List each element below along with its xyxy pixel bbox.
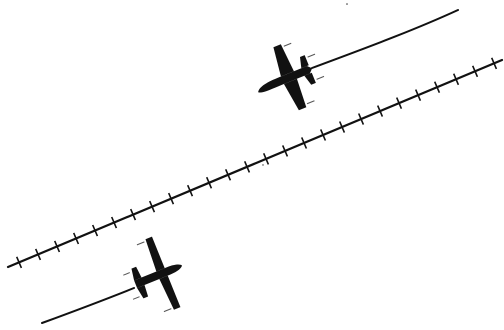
lower-plane-trail bbox=[42, 288, 134, 323]
boundary-line-stroke bbox=[8, 60, 502, 267]
speck bbox=[262, 164, 263, 165]
lower-airplane-icon bbox=[114, 230, 196, 322]
upper-plane-trail bbox=[312, 10, 458, 68]
speck bbox=[346, 3, 348, 5]
upper-airplane-icon bbox=[245, 34, 333, 122]
boundary-line bbox=[8, 58, 502, 268]
